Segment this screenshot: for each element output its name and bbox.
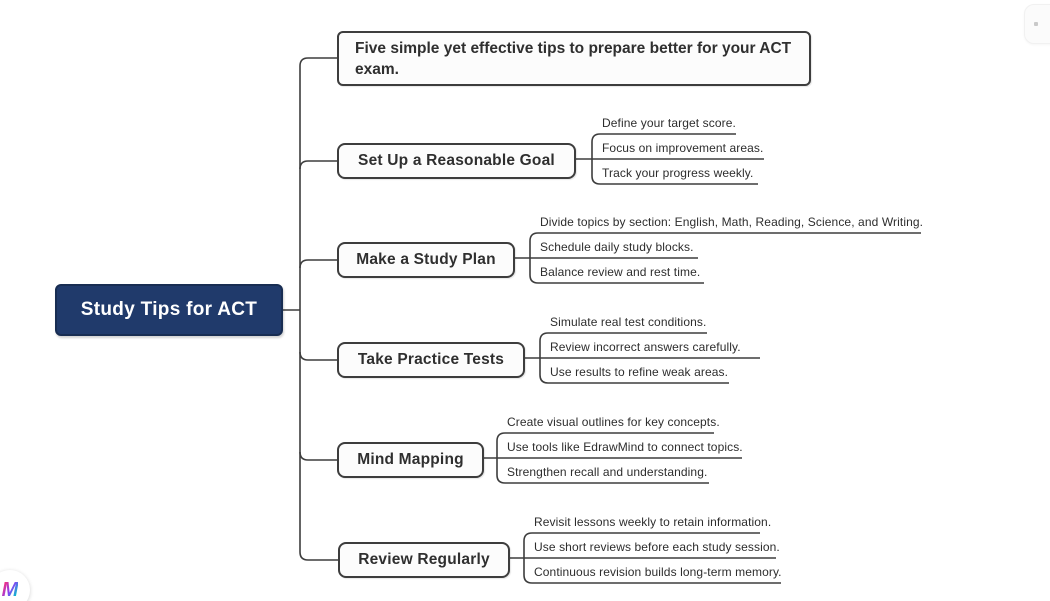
subtopic[interactable]: Track your progress weekly.: [602, 166, 754, 180]
subtopic[interactable]: Use short reviews before each study sess…: [534, 540, 780, 554]
subtopic[interactable]: Define your target score.: [602, 116, 736, 130]
branch-topic-plan[interactable]: Make a Study Plan: [337, 242, 515, 278]
corner-button[interactable]: [1024, 4, 1050, 44]
root-topic[interactable]: Study Tips for ACT: [55, 284, 283, 336]
subtopic[interactable]: Create visual outlines for key concepts.: [507, 415, 720, 429]
subtopic[interactable]: Continuous revision builds long-term mem…: [534, 565, 782, 579]
subtopic[interactable]: Divide topics by section: English, Math,…: [540, 215, 924, 229]
branch-topic-tests[interactable]: Take Practice Tests: [337, 342, 525, 378]
branch-topic-goal[interactable]: Set Up a Reasonable Goal: [337, 143, 576, 179]
subtopic[interactable]: Use results to refine weak areas.: [550, 365, 729, 379]
branch-topic-mapping[interactable]: Mind Mapping: [337, 442, 484, 478]
edrawmind-m-icon: M: [1, 579, 19, 601]
subtopic[interactable]: Use tools like EdrawMind to connect topi…: [507, 440, 743, 454]
subtopic[interactable]: Revisit lessons weekly to retain informa…: [534, 515, 772, 529]
branch-topic-review[interactable]: Review Regularly: [338, 542, 510, 578]
subtopic[interactable]: Balance review and rest time.: [540, 265, 701, 279]
subtopic[interactable]: Schedule daily study blocks.: [540, 240, 694, 254]
subtopic[interactable]: Focus on improvement areas.: [602, 141, 764, 155]
subtopic[interactable]: Strengthen recall and understanding.: [507, 465, 708, 479]
floating-topic[interactable]: Five simple yet effective tips to prepar…: [337, 31, 811, 86]
subtopic[interactable]: Simulate real test conditions.: [550, 315, 707, 329]
subtopic[interactable]: Review incorrect answers carefully.: [550, 340, 741, 354]
corner-button-glyph-icon: [1034, 22, 1038, 26]
